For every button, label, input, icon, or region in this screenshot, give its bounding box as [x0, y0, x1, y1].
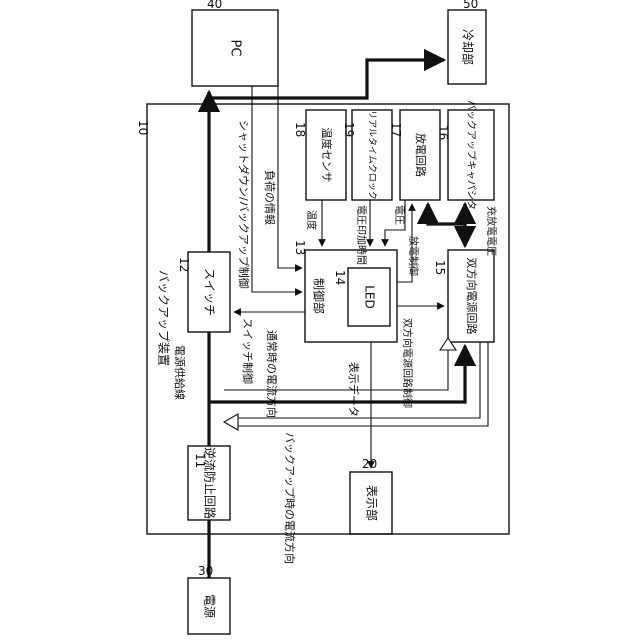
line-discharge-capacitor — [428, 204, 465, 224]
temperature-sensor-label: 温度センサ — [320, 128, 334, 183]
reverse-current-prevention-ref: 11 — [193, 453, 207, 468]
pc-ref: 40 — [207, 0, 222, 11]
label-normal-current-direction: 通常時の電流方向 — [265, 330, 279, 418]
backup-device-label: バックアップ装置 — [157, 270, 171, 366]
label-switch-control: スイッチ制御 — [241, 318, 255, 384]
normal-direction-arrow-line — [224, 346, 448, 390]
label-display-data: 表示データ — [347, 362, 361, 417]
control-unit-ref: 13 — [293, 240, 307, 255]
label-shutdown-backup-control: シャットダウン/バックアップ制御 — [237, 120, 251, 289]
label-voltage-application-time: 電圧印加時間 — [355, 205, 367, 265]
control-unit-label: 制御部 — [312, 278, 327, 314]
led-label: LED — [363, 285, 377, 309]
backup-capacitor-label: バックアップキャパシタ — [465, 100, 477, 210]
cooling-label: 冷却部 — [461, 29, 476, 65]
label-discharge-control: 放電制御 — [407, 236, 420, 276]
backup-device-ref: 10 — [136, 120, 150, 135]
label-charge-discharge-voltage: 充放電電圧 — [485, 206, 498, 256]
switch-label: スイッチ — [203, 268, 217, 316]
label-power-supply-line: 電源供給線 — [173, 345, 187, 400]
power-supply-ref: 30 — [198, 564, 213, 578]
display-label: 表示部 — [365, 485, 380, 521]
temperature-sensor-ref: 18 — [293, 122, 307, 137]
label-load-information: 負荷の情報 — [263, 170, 276, 225]
line-shutdown-control — [252, 86, 302, 292]
switch-ref: 12 — [177, 257, 191, 272]
pc-label: PC — [228, 40, 243, 57]
backup-direction-arrowhead — [224, 414, 238, 430]
label-backup-current-direction: バックアップ時の電流方向 — [283, 432, 297, 564]
led-ref: 14 — [333, 270, 347, 285]
power-supply-label: 電源 — [203, 594, 217, 618]
label-temperature: 温度 — [305, 210, 318, 230]
display-ref: 20 — [362, 457, 377, 471]
discharge-circuit-label: 放電回路 — [414, 133, 428, 177]
label-bidirectional-control: 双方向電源回路制御 — [401, 318, 414, 408]
bidirectional-power-circuit-ref: 15 — [433, 260, 447, 275]
bidirectional-power-circuit-label: 双方向電源回路 — [465, 258, 479, 335]
cooling-ref: 50 — [463, 0, 478, 11]
real-time-clock-label: リアルタイムクロック — [367, 110, 378, 200]
label-voltage: 電圧 — [393, 205, 405, 225]
real-time-clock-ref: 19 — [342, 122, 356, 137]
